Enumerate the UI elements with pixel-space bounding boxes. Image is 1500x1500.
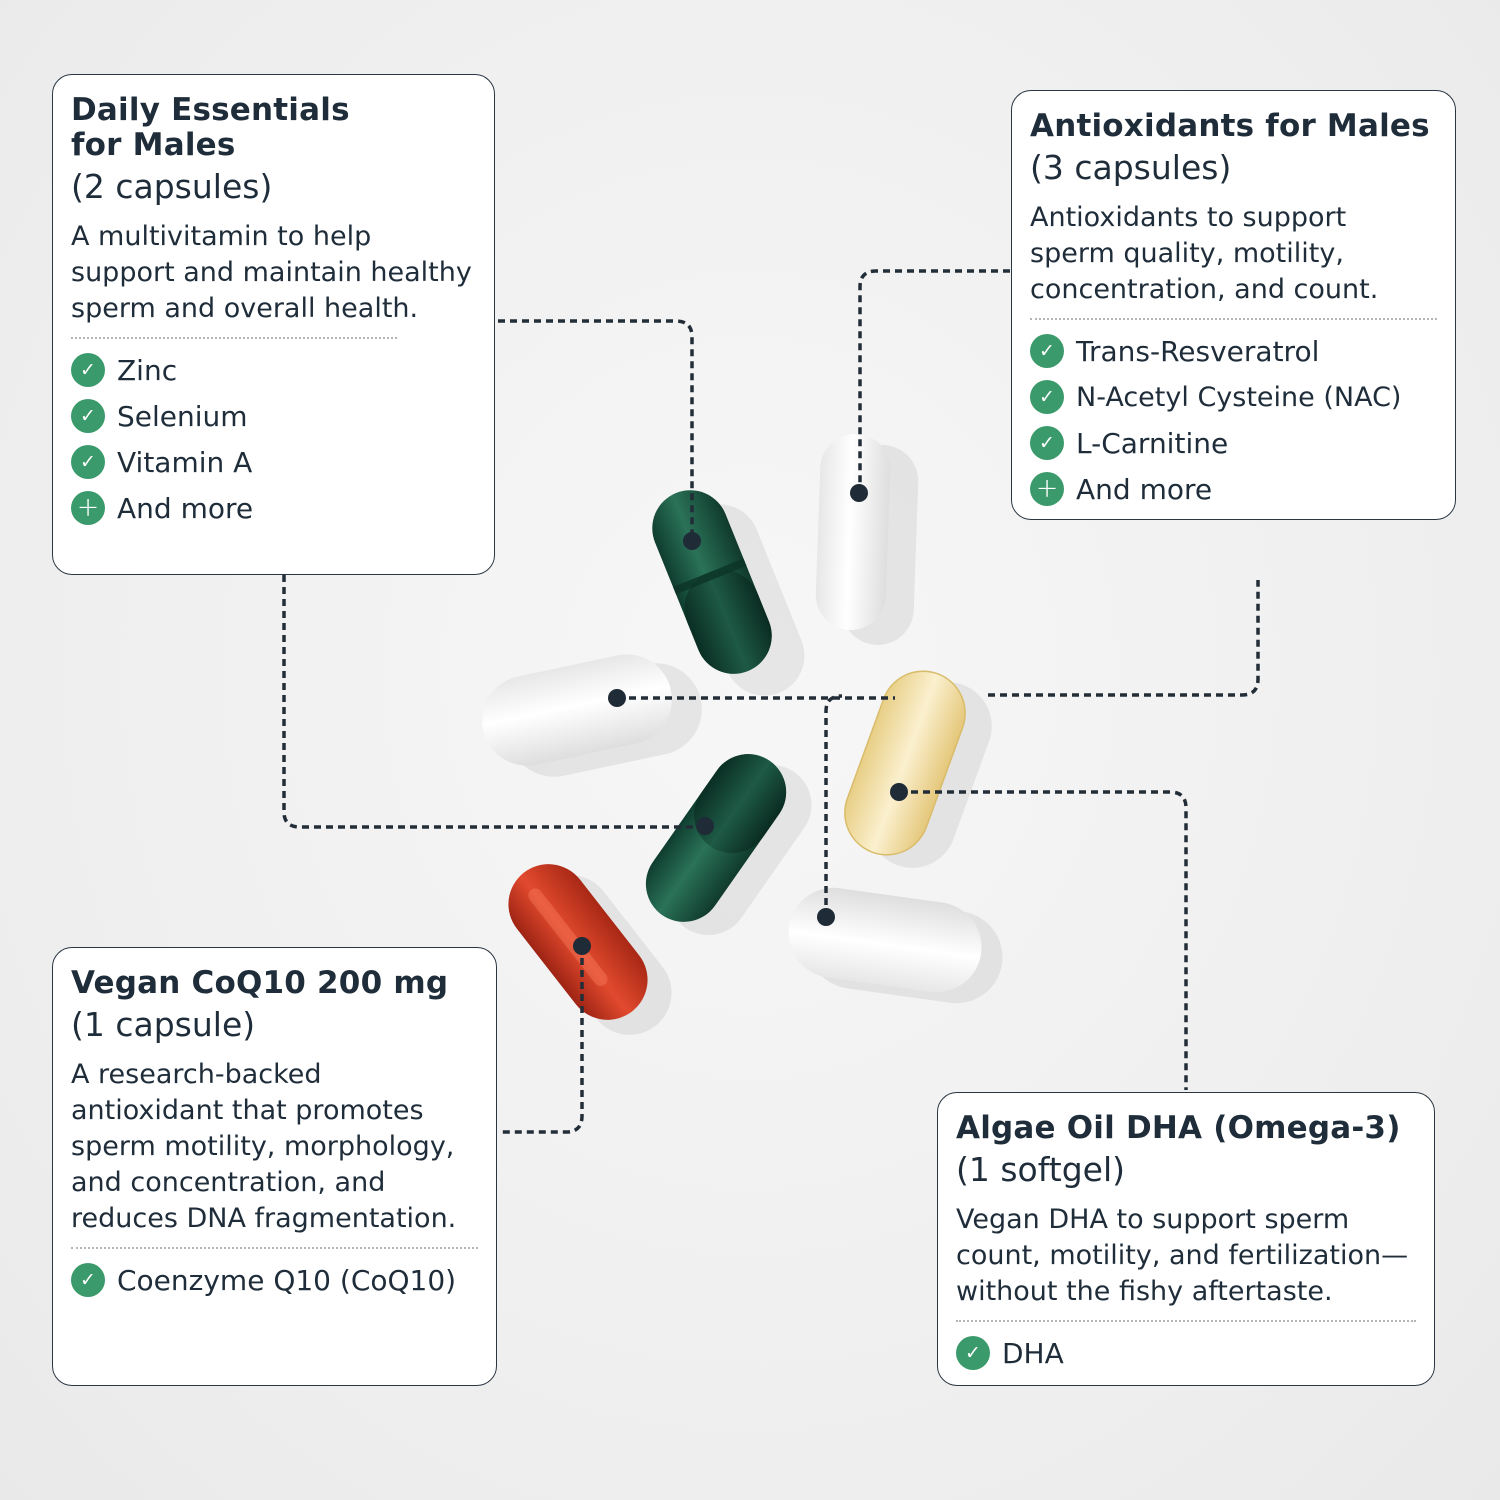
card-capsule-count: (3 capsules) [1030,148,1232,187]
list-item: ✓Coenzyme Q10 (CoQ10) [71,1257,478,1303]
connector-dots [573,484,908,955]
list-item: ✓Vitamin A [71,439,476,485]
white-capsule-horizontal [482,654,672,766]
list-item: ✓Trans-Resveratrol [1030,328,1437,374]
divider [956,1320,1416,1322]
ingredient-list: ✓Zinc ✓Selenium ✓Vitamin A +And more [71,347,476,531]
check-icon: ✓ [1030,380,1064,414]
check-icon: ✓ [71,1263,105,1297]
check-icon: ✓ [71,399,105,433]
card-title: Vegan CoQ10 200 mg [71,965,449,1001]
card-title: Daily Essentials for Males [71,92,350,163]
green-capsule-bottom [645,754,787,922]
connector-lines [282,269,1260,1134]
check-icon: ✓ [956,1336,990,1370]
card-daily-essentials: Daily Essentials for Males (2 capsules) … [52,74,495,575]
list-item: ✓Zinc [71,347,476,393]
card-antioxidants: Antioxidants for Males (3 capsules) Anti… [1011,90,1456,520]
ingredient-list: ✓Coenzyme Q10 (CoQ10) [71,1257,478,1303]
list-item: +And more [71,485,476,531]
divider [1030,318,1437,320]
yellow-softgel [844,670,966,856]
list-item: ✓DHA [956,1330,1416,1376]
list-item: ✓Selenium [71,393,476,439]
card-description: A multivitamin to help support and maint… [71,221,472,324]
plus-icon: + [71,491,105,525]
card-vegan-coq10: Vegan CoQ10 200 mg (1 capsule) A researc… [52,947,497,1386]
white-capsule-bottom [788,887,982,993]
card-description: Antioxidants to support sperm quality, m… [1030,202,1379,305]
card-title: Algae Oil DHA (Omega-3) [956,1110,1401,1146]
check-icon: ✓ [71,445,105,479]
ingredient-list: ✓DHA [956,1330,1416,1376]
card-description: A research-backed antioxidant that promo… [71,1059,457,1234]
divider [71,1247,478,1249]
list-item: +And more [1030,466,1437,512]
list-item: ✓N-Acetyl Cysteine (NAC) [1030,374,1437,420]
card-description: Vegan DHA to support sperm count, motili… [956,1204,1409,1307]
check-icon: ✓ [1030,426,1064,460]
card-title: Antioxidants for Males [1030,108,1430,144]
check-icon: ✓ [1030,334,1064,368]
ingredient-list: ✓Trans-Resveratrol ✓N-Acetyl Cysteine (N… [1030,328,1437,512]
divider [71,337,397,339]
plus-icon: + [1030,472,1064,506]
card-capsule-count: (1 capsule) [71,1005,256,1044]
check-icon: ✓ [71,353,105,387]
white-capsule-vertical [815,434,891,630]
card-algae-oil-dha: Algae Oil DHA (Omega-3) (1 softgel) Vega… [937,1092,1435,1386]
green-capsule-top [652,490,772,674]
card-capsule-count: (1 softgel) [956,1150,1126,1189]
list-item: ✓L-Carnitine [1030,420,1437,466]
card-capsule-count: (2 capsules) [71,167,273,206]
